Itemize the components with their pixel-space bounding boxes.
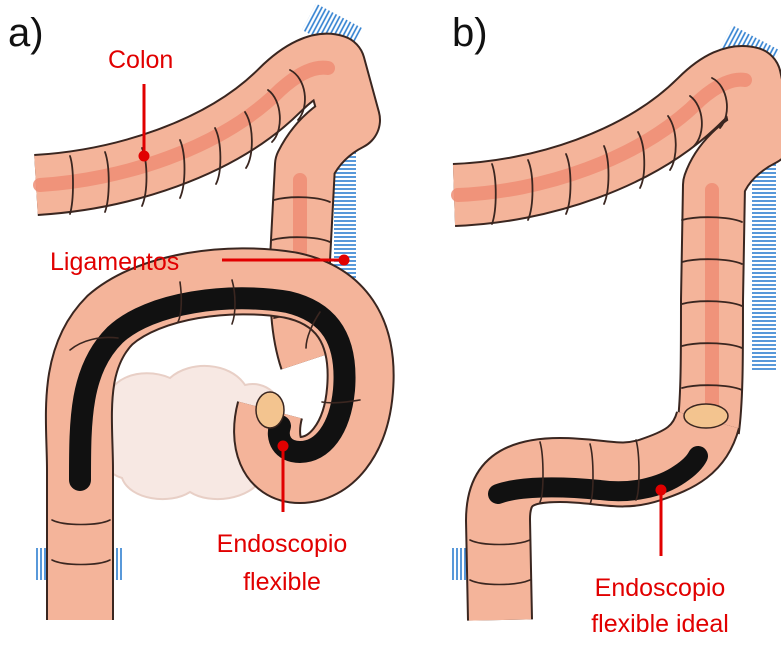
- panel-a-letter: a): [8, 11, 44, 55]
- endoscope-a-label-line1: Endoscopio: [217, 530, 348, 558]
- colon-tube-b: [454, 77, 762, 430]
- ligaments-label: Ligamentos: [50, 248, 179, 276]
- panel-b: b) Endoscopio flexible ideal: [452, 11, 780, 638]
- panel-a: a) Colon Ligamentos Endoscopio flexible: [8, 4, 362, 620]
- panel-b-letter: b): [452, 11, 488, 55]
- endoscope-b-label-line2: flexible ideal: [591, 610, 729, 638]
- endoscope-b-label-line1: Endoscopio: [595, 574, 726, 602]
- colon-label: Colon: [108, 46, 173, 74]
- endoscope-a-label-line2: flexible: [243, 568, 321, 596]
